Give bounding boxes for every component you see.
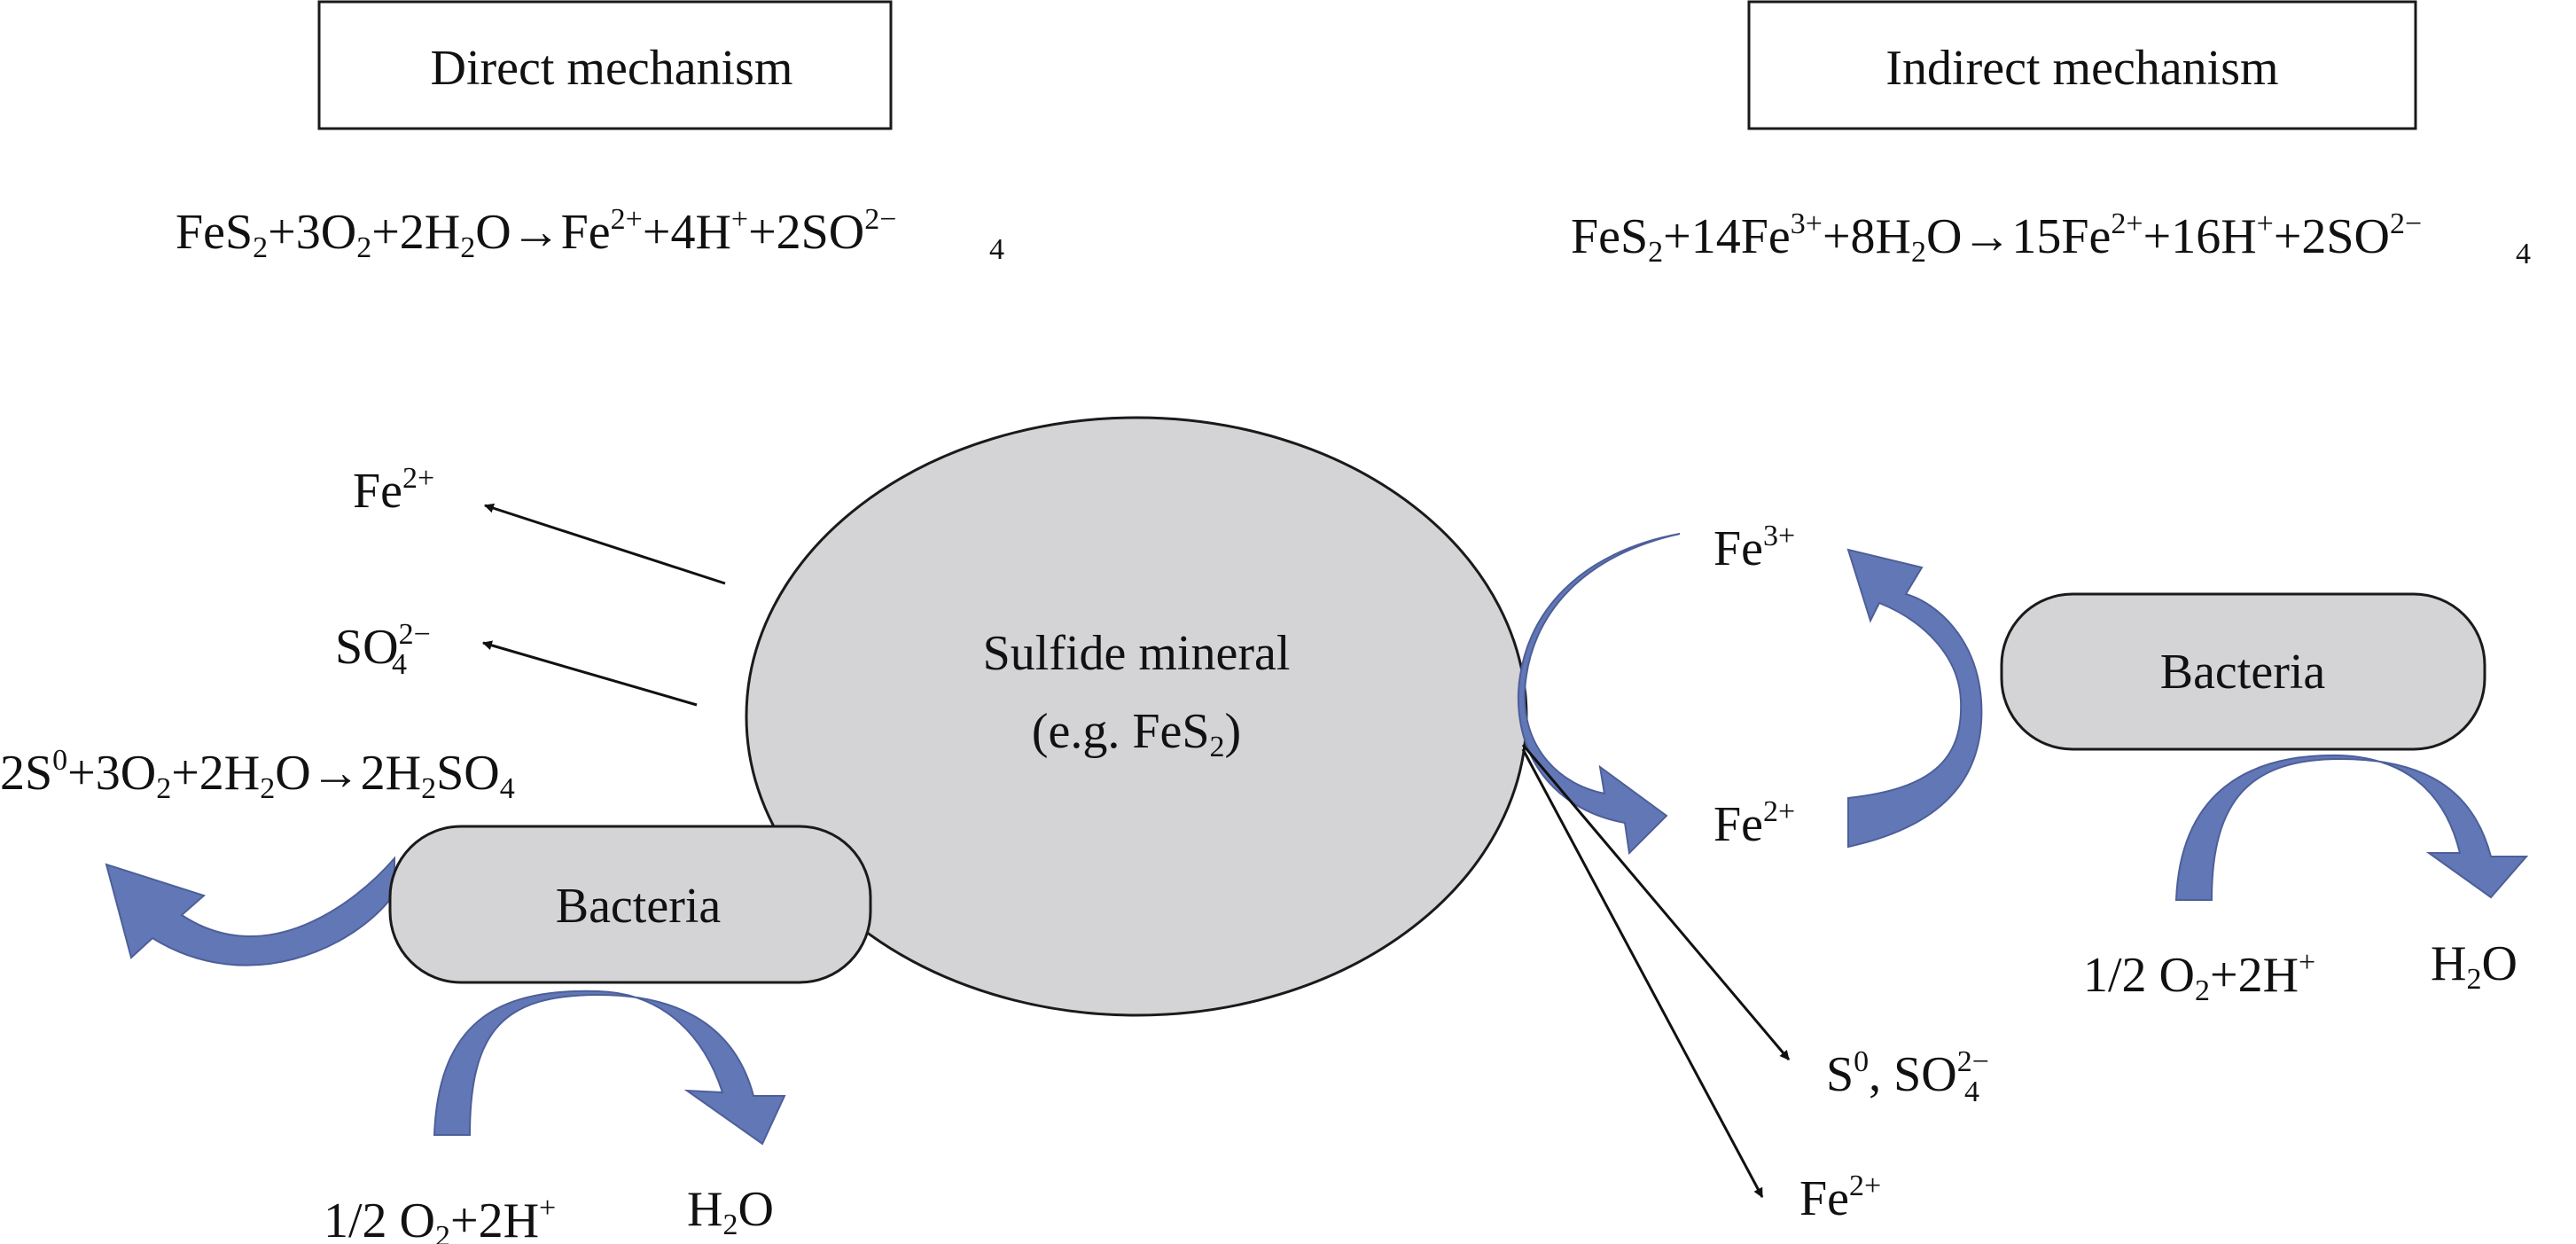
indirect-title-box	[1747, 0, 2417, 130]
indirect-fe3: Fe3+	[1713, 520, 1795, 576]
direct-product-fe2: Fe2+	[353, 462, 434, 519]
direct-product-so4: SO2−4	[335, 618, 431, 681]
direct-title: Direct mechanism	[431, 41, 793, 96]
sulfide-mineral-example: (e.g. FeS2)	[1032, 704, 1241, 763]
indirect-title: Indirect mechanism	[1885, 41, 2278, 96]
direct-equation: FeS2+3O2+2H2O→Fe2++4H++2SO2−4	[176, 203, 1004, 266]
direct-mechanism: Direct mechanism FeS2+3O2+2H2O→Fe2++4H++…	[0, 0, 1528, 1244]
indirect-sulfur-products: S0, SO2−4	[1826, 1045, 1989, 1108]
indirect-fe2-product: Fe2+	[1799, 1170, 1881, 1226]
indirect-equation: FeS2+14Fe3++8H2O→15Fe2++16H++2SO2−4	[1571, 207, 2531, 270]
arrow-to-sulfur-products	[1521, 744, 1791, 1060]
arrow-to-so4	[481, 640, 698, 707]
indirect-water: H2O	[2431, 936, 2517, 996]
indirect-bacteria	[2000, 592, 2486, 751]
indirect-bacteria-label: Bacteria	[2160, 645, 2326, 700]
blue-arrow-fe2-to-fe3	[1846, 548, 1983, 849]
blue-arrow-fe3-to-fe2	[1517, 533, 1681, 856]
direct-bacteria-label: Bacteria	[556, 879, 722, 934]
arrow-to-fe2	[483, 503, 726, 585]
direct-water: H2O	[687, 1182, 774, 1241]
sulfur-oxidation-equation: 2S0+3O2+2H2O→2H2SO4	[0, 744, 515, 805]
indirect-mechanism: Indirect mechanism FeS2+14Fe3++8H2O→15Fe…	[1517, 0, 2531, 1226]
direct-oxygen: 1/2 O2+2H+	[324, 1192, 556, 1244]
blue-arrow-oxygen-direct	[433, 990, 786, 1146]
indirect-oxygen: 1/2 O2+2H+	[2083, 946, 2315, 1007]
sulfide-mineral-label: Sulfide mineral	[983, 626, 1291, 681]
blue-arrow-oxygen-indirect	[2174, 754, 2529, 901]
direct-title-box	[317, 0, 893, 130]
indirect-fe2: Fe2+	[1713, 795, 1795, 852]
direct-bacteria	[388, 825, 872, 984]
arrow-to-fe2-product	[1521, 748, 1764, 1198]
blue-arrow-sulfur	[105, 856, 395, 966]
